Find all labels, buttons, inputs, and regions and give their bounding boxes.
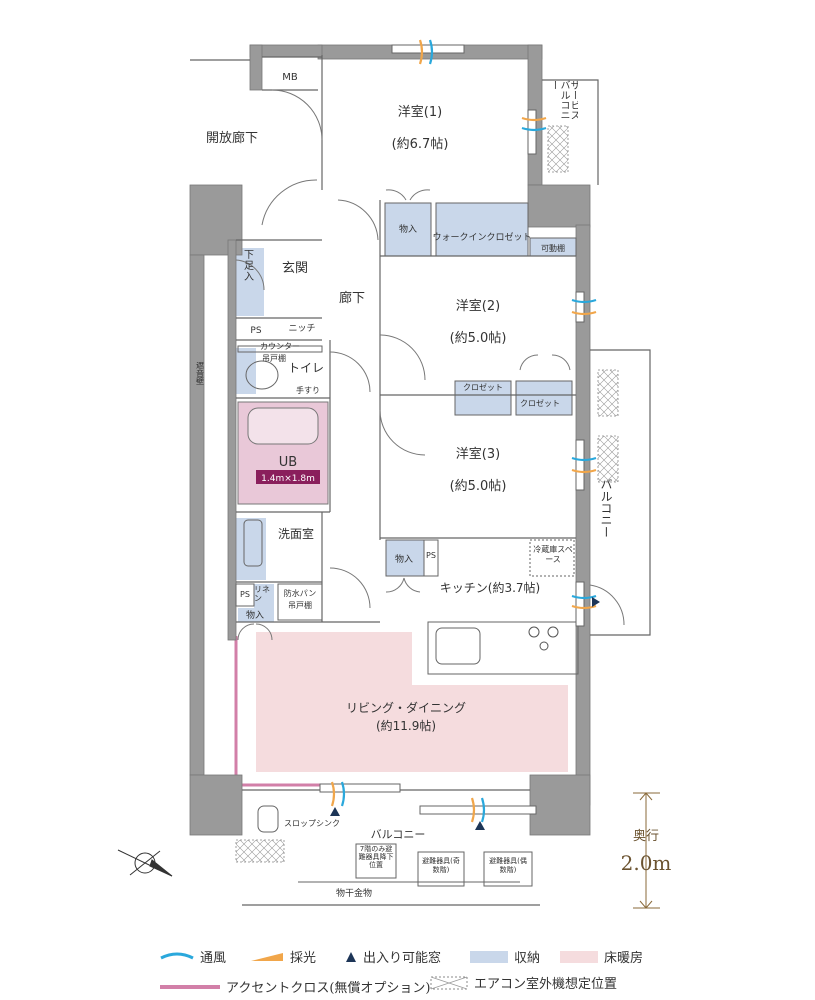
label-western1-size: (約6.7帖) [392, 137, 449, 152]
label-kitchen: キッチン(約3.7帖) [440, 580, 540, 595]
storage-swatch [470, 950, 508, 963]
label-fridge-space: 冷蔵庫スペース [533, 545, 573, 564]
ub-size-badge [256, 470, 320, 484]
soundproof-fo: 遮音壁 [196, 362, 204, 386]
label-living: リビング・ダイニング [346, 700, 466, 715]
label-shoe-closet: 下足入 [244, 250, 254, 283]
legend-storage: 収納 [470, 947, 540, 966]
depth-dimension [633, 792, 660, 909]
ac-outdoor-units [235, 125, 619, 863]
exit-window-markers [330, 597, 600, 830]
ventilation-markers [330, 39, 597, 823]
legend-ac-outdoor-label: エアコン室外機想定位置 [474, 977, 618, 992]
label-balcony-side: バルコニー [600, 478, 613, 538]
label-western2-size: (約5.0帖) [450, 331, 507, 346]
floor-plan: MB 開放廊下 洋室(1) (約6.7帖) 物入 ウォークインクロゼット 可動棚… [117, 39, 672, 909]
label-ps2: PS [426, 551, 436, 560]
daylight-icon [251, 952, 283, 961]
evac-even-fo: 避難器具(偶数階) [489, 857, 527, 874]
label-waterproof-pan: 防水パン [284, 588, 316, 598]
label-evac-odd: 避難器具(奇数階) [422, 857, 460, 874]
fridge-fo: 冷蔵庫スペース [533, 545, 573, 564]
label-storage2: 物入 [395, 553, 413, 565]
floor-heating-swatch [560, 950, 598, 963]
label-movable-shelf: 可動棚 [541, 243, 565, 253]
linen-fo: リネン [254, 585, 270, 603]
windows [319, 44, 585, 815]
legend-floor-heating-label: 床暖房 [604, 951, 644, 966]
label-linen: リネン [254, 585, 270, 603]
storage-areas [236, 203, 576, 622]
inner-walls [190, 55, 651, 906]
label-wall-cabinet2: 吊戸棚 [288, 600, 312, 610]
label-storage1: 物入 [399, 223, 417, 235]
label-service-balcony: サービスバルコニー [548, 80, 578, 120]
label-closet-a: クロゼット [463, 382, 503, 392]
shoe-closet-fo: 下足入 [244, 250, 254, 283]
legend-storage-label: 収納 [514, 951, 541, 966]
fixtures [235, 202, 579, 833]
legend-ac-outdoor: エアコン室外機想定位置 [430, 973, 617, 992]
label-evac-7f: 7階のみ避難器具降下位置 [358, 845, 394, 869]
ac-unit-icon [430, 976, 468, 989]
label-western2: 洋室(2) [456, 298, 500, 314]
legend-exit-window-label: 出入り可能窓 [363, 951, 442, 966]
stove-icon [528, 626, 559, 651]
legend: 通風 採光 出入り可能窓 収納 床暖房 アクセントクロス(無償オプション) エア… [0, 935, 815, 1000]
label-hallway: 廊下 [339, 290, 365, 306]
depth-label: 奥行 [633, 829, 659, 844]
label-wall-cabinet1: 吊戸棚 [262, 353, 286, 363]
label-western3-size: (約5.0帖) [450, 479, 507, 494]
legend-ventilation: 通風 [160, 947, 226, 966]
label-balcony-main: バルコニー [371, 828, 426, 841]
label-toilet: トイレ [288, 361, 324, 375]
legend-accent-cloth: アクセントクロス(無償オプション) [160, 977, 431, 996]
label-storage3: 物入 [246, 609, 264, 621]
bathtub [247, 407, 319, 445]
label-washroom: 洗面室 [278, 526, 314, 541]
label-evac-even: 避難器具(偶数階) [489, 857, 527, 874]
label-closet-b: クロゼット [520, 398, 560, 408]
label-western1: 洋室(1) [398, 104, 442, 120]
label-ps1: PS [250, 326, 261, 336]
label-ps3: PS [240, 590, 250, 599]
label-mb: MB [282, 72, 298, 83]
legend-floor-heating: 床暖房 [560, 947, 643, 966]
label-open-corridor: 開放廊下 [206, 130, 258, 146]
label-handrail: 手すり [296, 385, 320, 395]
balcony-side-fo: バルコニー [600, 478, 613, 538]
ventilation-icon [160, 952, 194, 959]
service-balcony-fo: サービスバルコニー [548, 80, 578, 120]
legend-daylight: 採光 [250, 947, 316, 966]
depth-value: 2.0m [621, 851, 672, 875]
room-labels: MB 開放廊下 洋室(1) (約6.7帖) 物入 ウォークインクロゼット 可動棚… [206, 72, 565, 899]
exit-triangle-icon [346, 951, 356, 962]
label-niche: ニッチ [288, 323, 315, 334]
evac-boxes [298, 843, 533, 887]
label-living-size: (約11.9帖) [376, 718, 436, 733]
legend-exit-window: 出入り可能窓 [345, 947, 441, 966]
label-entrance: 玄関 [282, 261, 308, 276]
label-slop-sink: スロップシンク [284, 819, 340, 828]
label-ub-size: 1.4m×1.8m [261, 474, 315, 484]
label-soundproof-wall: 遮音壁 [196, 362, 204, 386]
legend-accent-cloth-label: アクセントクロス(無償オプション) [226, 981, 431, 996]
label-clothes-hanger: 物干金物 [336, 887, 372, 899]
door-swings [235, 89, 625, 641]
label-counter: カウンター [260, 342, 300, 351]
evac-odd-fo: 避難器具(奇数階) [422, 857, 460, 874]
accent-swatch [160, 984, 220, 989]
floor-heating-area [256, 632, 568, 772]
label-western3: 洋室(3) [456, 446, 500, 462]
evac-7f-fo: 7階のみ避難器具降下位置 [358, 845, 394, 869]
walls [189, 44, 591, 836]
legend-ventilation-label: 通風 [200, 951, 227, 966]
label-ub: UB [279, 455, 297, 470]
label-walk-in-closet: ウォークインクロゼット [432, 231, 531, 243]
legend-daylight-label: 採光 [290, 951, 317, 966]
compass-icon [117, 849, 173, 877]
